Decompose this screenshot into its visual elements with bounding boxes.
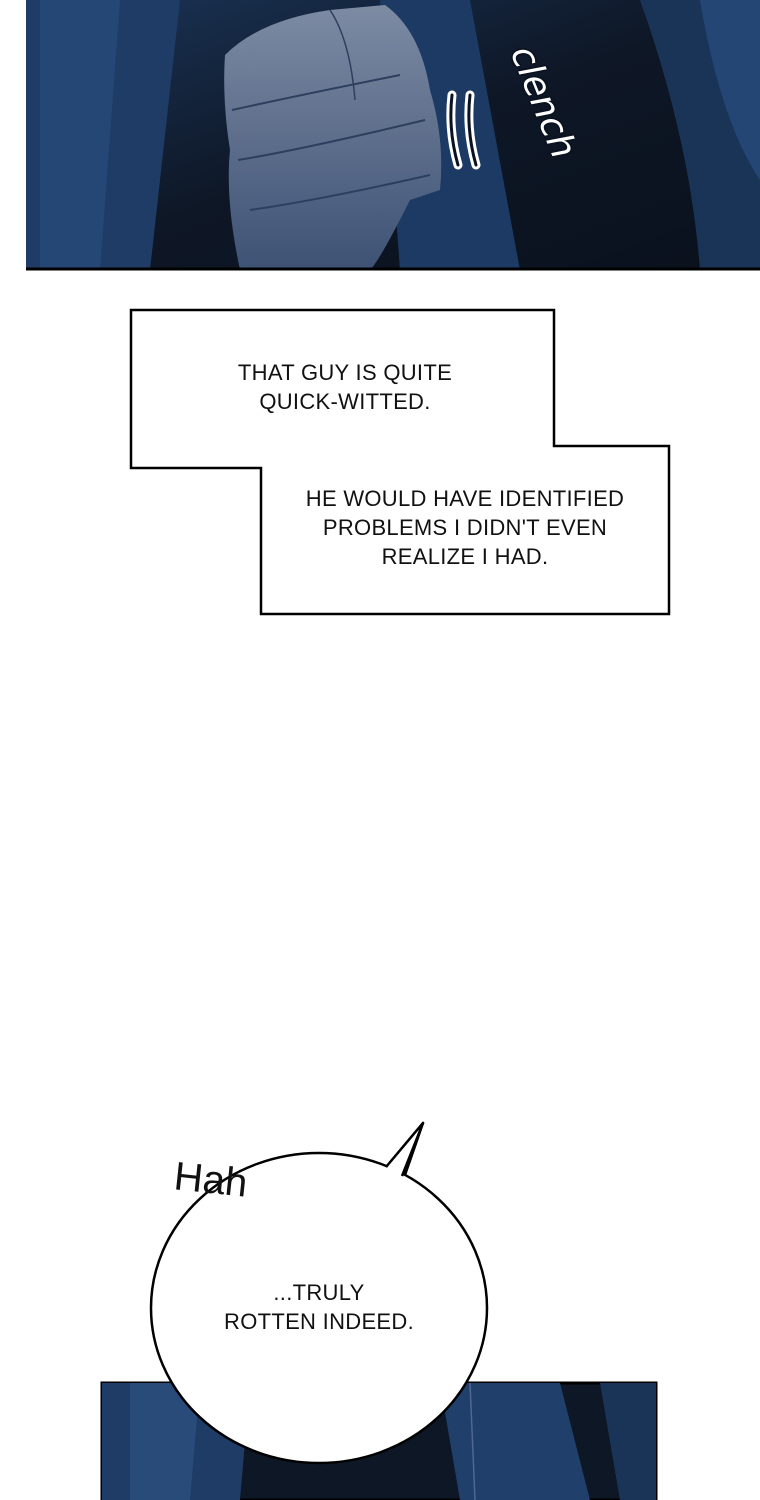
top-panel: [26, 0, 760, 271]
narration-line: HE WOULD HAVE IDENTIFIED: [305, 486, 625, 511]
emphasis-lines: [446, 90, 481, 170]
fist-illustration: [224, 5, 442, 270]
bubble-line: ROTTEN INDEED.: [224, 1309, 414, 1334]
bubble-text: ...TRULY ROTTEN INDEED.: [190, 1278, 448, 1336]
narration-box-1: THAT GUY IS QUITE QUICK-WITTED.: [200, 358, 490, 416]
narration-line: REALIZE I HAD.: [381, 544, 549, 569]
narration-line: THAT GUY IS QUITE: [237, 360, 453, 385]
hah-sfx: Hah: [171, 1154, 250, 1206]
narration-box-2: HE WOULD HAVE IDENTIFIED PROBLEMS I DIDN…: [285, 484, 645, 571]
narration-boxes: [129, 308, 671, 616]
narration-line: QUICK-WITTED.: [259, 389, 431, 414]
bubble-line: ...TRULY: [273, 1280, 365, 1305]
narration-line: PROBLEMS I DIDN'T EVEN: [322, 515, 608, 540]
